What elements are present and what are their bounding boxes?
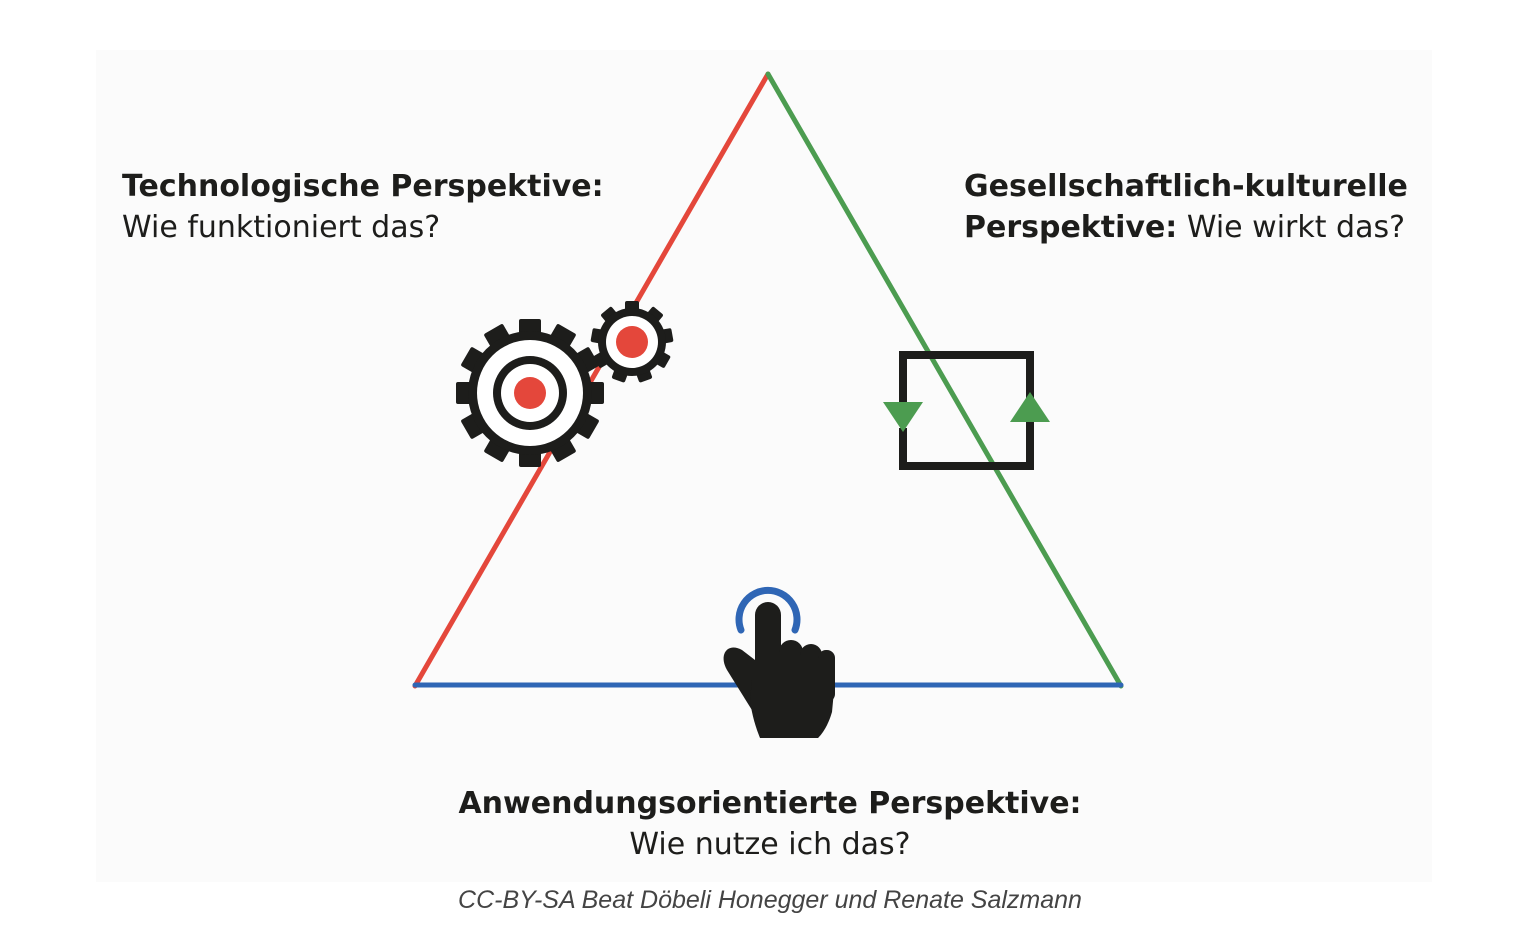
- application-perspective-title: Anwendungsorientierte Perspektive:: [458, 786, 1082, 821]
- society-edge: [765, 71, 1124, 689]
- gear-tooth: [550, 438, 576, 462]
- technology-edge: [412, 71, 771, 689]
- gear-tooth: [601, 306, 618, 323]
- gear-tooth: [461, 347, 485, 373]
- application-perspective-label: Anwendungsorientierte Perspektive: Wie n…: [420, 783, 1120, 865]
- technology-perspective-title: Technologische Perspektive:: [122, 169, 604, 204]
- small-gear-icon: [590, 301, 674, 383]
- gear-tooth: [575, 413, 599, 439]
- gear-tooth: [461, 413, 485, 439]
- gear-tooth: [588, 382, 604, 404]
- technology-perspective-label: Technologische Perspektive: Wie funktion…: [122, 166, 604, 248]
- society-perspective-title-line2: Perspektive:: [964, 210, 1178, 245]
- gears-icon: [456, 301, 674, 467]
- large-gear-icon: [456, 319, 604, 467]
- gear-tooth: [550, 324, 576, 348]
- society-perspective-label: Gesellschaftlich-kulturelle Perspektive:…: [964, 166, 1408, 248]
- gear-tooth: [484, 324, 510, 348]
- arrow-up-icon: [1010, 392, 1050, 422]
- application-perspective-question: Wie nutze ich das?: [629, 827, 911, 862]
- gear-tooth: [484, 438, 510, 462]
- gear-tooth: [456, 382, 472, 404]
- society-perspective-title-line1: Gesellschaftlich-kulturelle: [964, 169, 1408, 204]
- gear-tooth: [575, 347, 599, 373]
- gear-tooth: [519, 451, 541, 467]
- society-perspective-question: Wie wirkt das?: [1186, 210, 1406, 245]
- technology-perspective-question: Wie funktioniert das?: [122, 210, 441, 245]
- gear-tooth: [646, 306, 663, 323]
- diagram-figure: [96, 50, 1432, 882]
- cycle-arrows-icon: [883, 351, 1050, 470]
- figure-caption: CC-BY-SA Beat Döbeli Honegger und Renate…: [458, 886, 1082, 914]
- arrow-down-icon: [883, 402, 923, 432]
- pointing-hand-icon: [723, 586, 835, 738]
- gear-tooth: [519, 319, 541, 335]
